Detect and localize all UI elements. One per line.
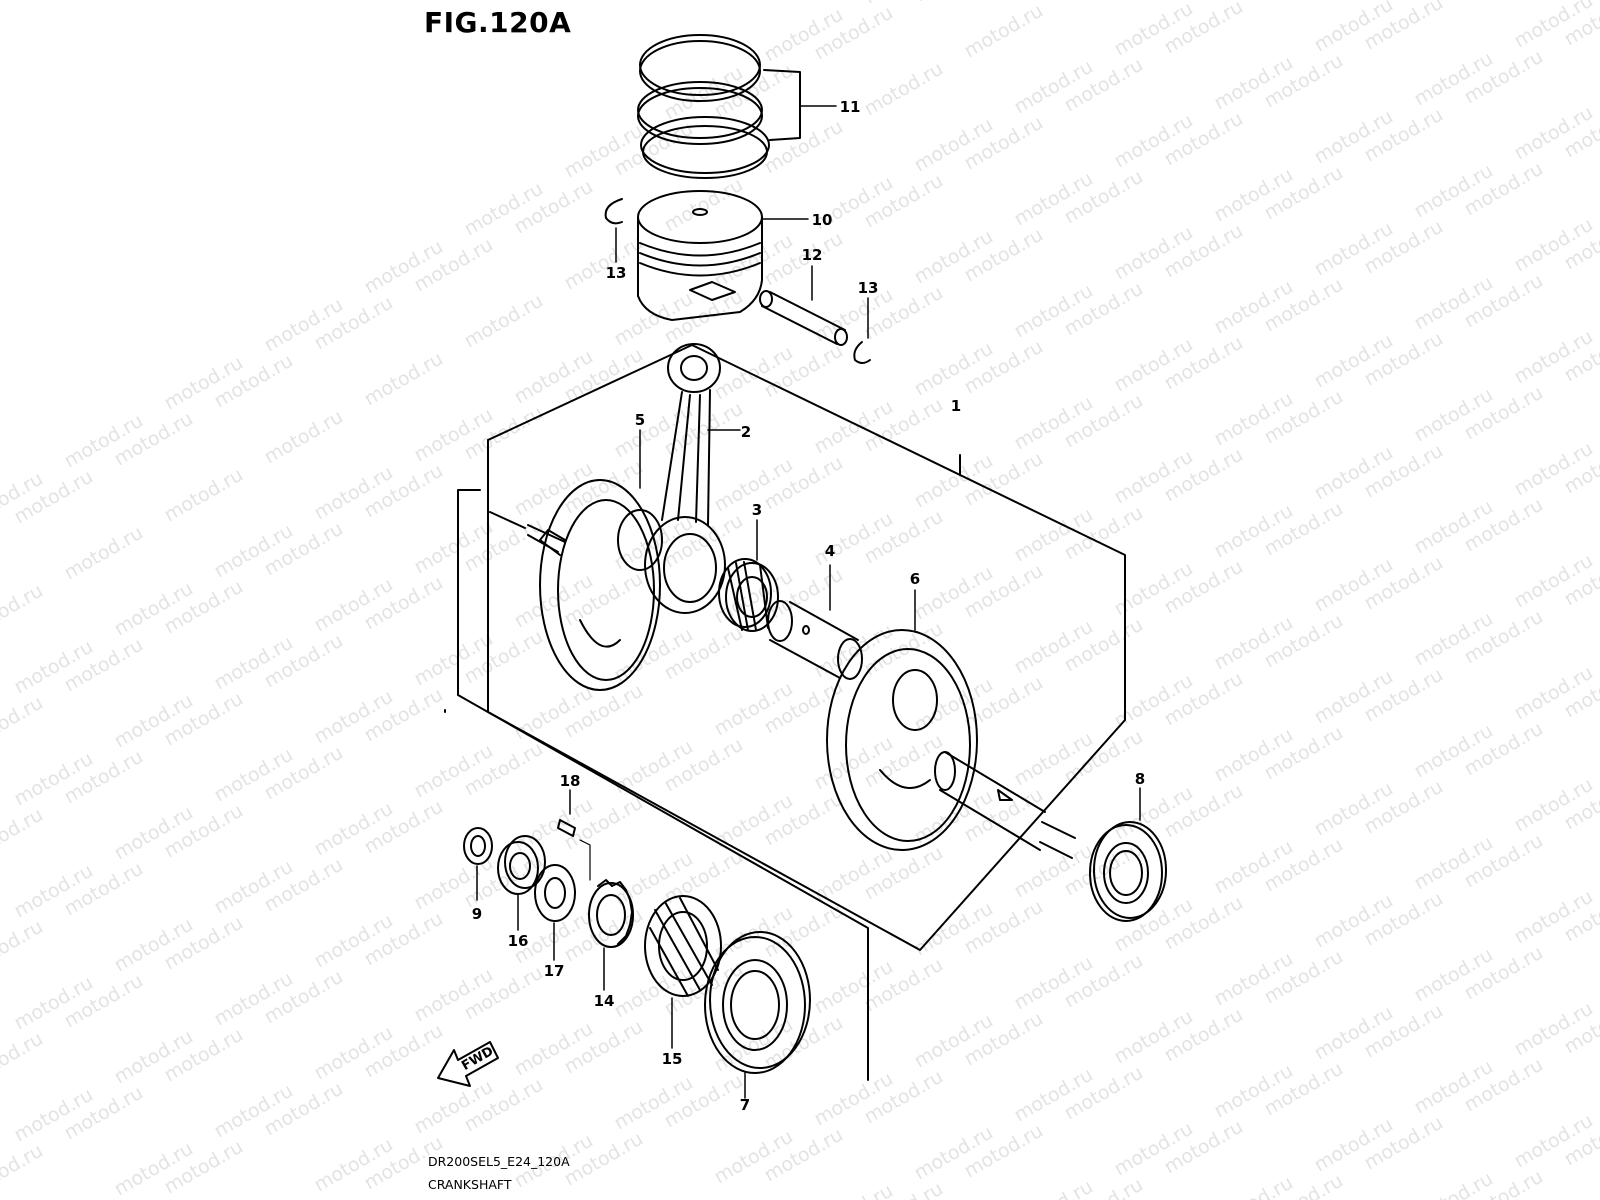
connecting-rod: [644, 343, 741, 614]
callout-18: 18: [560, 772, 581, 790]
callout-6: 6: [910, 570, 920, 588]
piston-pin: [759, 265, 848, 346]
crank-web-right: [826, 589, 978, 851]
callout-3: 3: [752, 501, 762, 519]
callout-13-left: 13: [606, 264, 627, 282]
callout-17: 17: [544, 962, 565, 980]
diagram-code: DR200SEL5_E24_120A: [428, 1154, 570, 1169]
crank-pin: [767, 564, 863, 680]
callout-labels: 1 2 3 4 5 6 7 8 9 10 11 12 13 13 14 15 1…: [472, 98, 1145, 1114]
callout-8: 8: [1135, 770, 1145, 788]
bearing-left: [704, 931, 811, 1099]
piston: [637, 190, 809, 321]
callout-7: 7: [740, 1096, 750, 1114]
callout-9: 9: [472, 905, 482, 923]
assembly-name: CRANKSHAFT: [428, 1177, 512, 1192]
key: [557, 789, 591, 881]
washer: [534, 864, 576, 961]
circlip-left: [604, 198, 623, 263]
circlip-right: [853, 297, 871, 364]
callout-15: 15: [662, 1050, 683, 1068]
callout-5: 5: [635, 411, 645, 429]
figure-title: FIG.120A: [424, 6, 572, 39]
callout-12: 12: [802, 246, 823, 264]
callout-11: 11: [840, 98, 861, 116]
spacer: [497, 835, 546, 931]
crankshaft-right-end: [934, 751, 1076, 859]
callout-16: 16: [508, 932, 529, 950]
crank-web-left: [489, 429, 663, 691]
callout-13-right: 13: [858, 279, 879, 297]
oil-seal: [463, 827, 493, 901]
callout-4: 4: [825, 542, 835, 560]
callout-14: 14: [594, 992, 615, 1010]
callout-1: 1: [951, 397, 961, 415]
callout-10: 10: [812, 211, 833, 229]
callout-2: 2: [741, 423, 751, 441]
primary-drive-gear: [644, 895, 722, 1049]
fwd-arrow-icon: [437, 1041, 499, 1087]
needle-bearing: [718, 519, 779, 632]
bearing-right: [1089, 787, 1167, 922]
piston-rings: [637, 34, 837, 179]
timing-gear: [588, 879, 634, 991]
